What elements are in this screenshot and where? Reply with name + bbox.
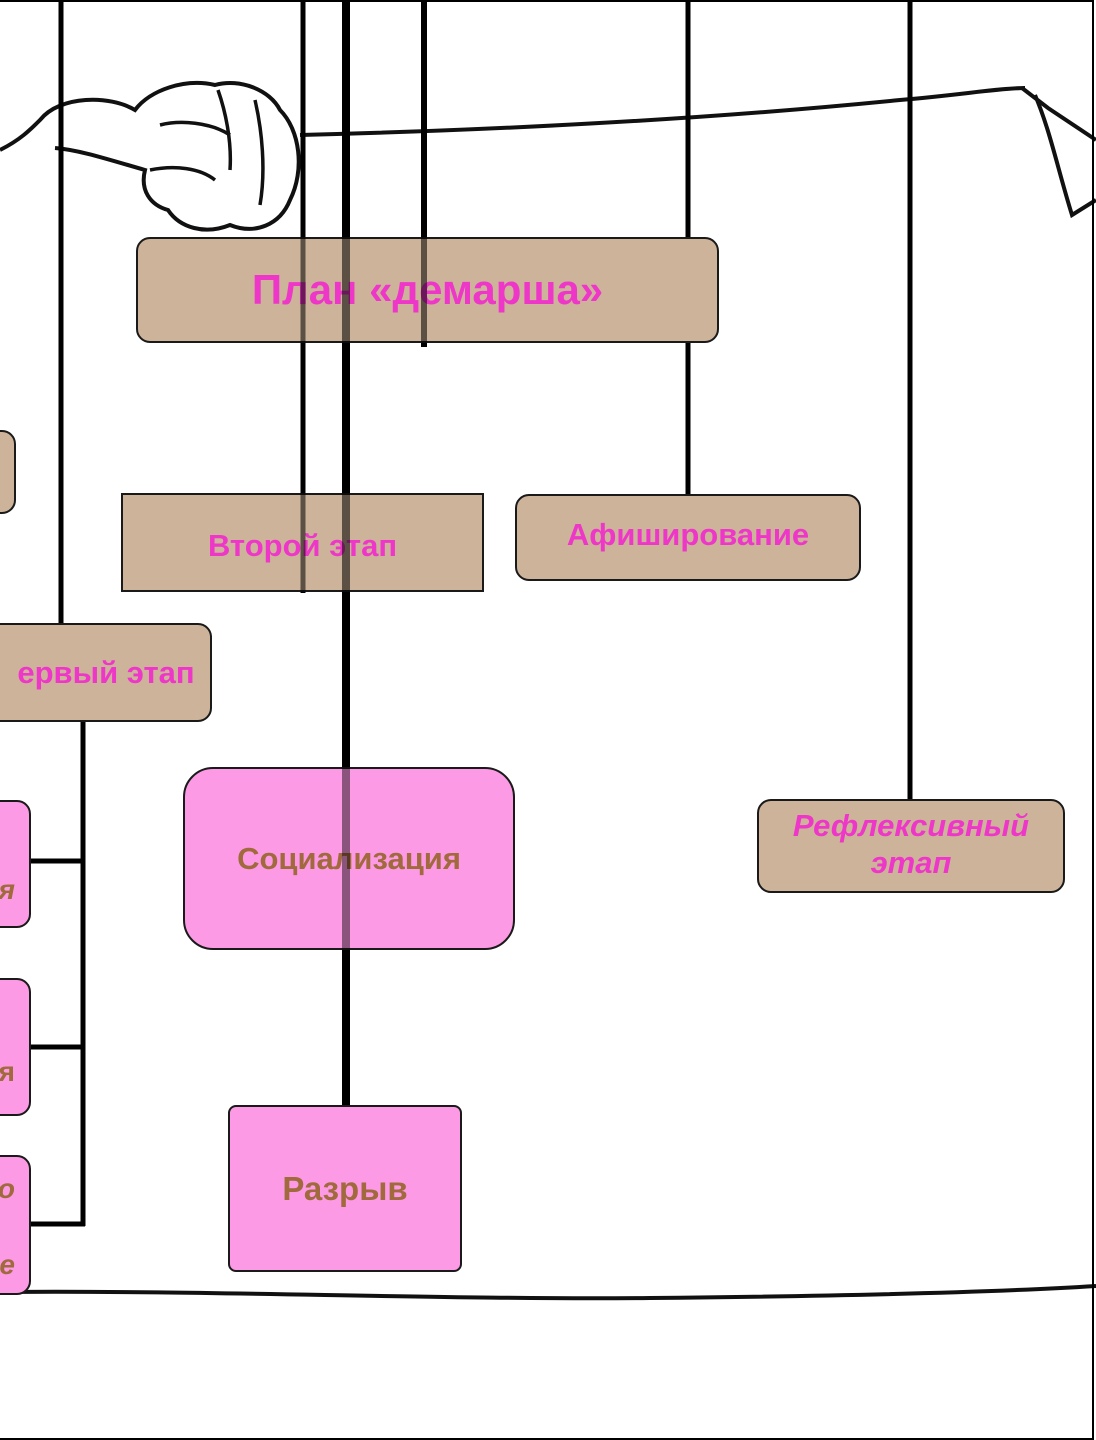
clipped-pink-box-3: о е xyxy=(0,1155,31,1295)
reflexive-stage-line1: Рефлексивный xyxy=(792,807,1030,843)
socialization-box: Социализация xyxy=(183,767,515,950)
rupture-label: Разрыв xyxy=(282,1169,408,1207)
clipped-pink-box-2: я xyxy=(0,978,31,1116)
affiching-box: Афиширование xyxy=(515,494,861,581)
first-stage-box: ервый этап xyxy=(0,623,212,722)
second-stage-label: Второй этап xyxy=(207,527,398,563)
clipped-box-3-line2: е xyxy=(0,1249,15,1280)
clipped-tan-box xyxy=(0,430,16,514)
plan-title-box: План «демарша» xyxy=(136,237,719,343)
reflexive-stage-box: Рефлексивный этап xyxy=(757,799,1065,893)
first-stage-label: ервый этап xyxy=(17,654,195,690)
clipped-box-2-text: я xyxy=(0,1056,15,1087)
plan-title: План «демарша» xyxy=(251,265,604,313)
socialization-label: Социализация xyxy=(237,840,461,876)
second-stage-box: Второй этап xyxy=(121,493,484,592)
clipped-box-3-line1: о xyxy=(0,1173,15,1205)
reflexive-stage-line2: этап xyxy=(870,845,952,880)
affiching-label: Афиширование xyxy=(566,516,810,552)
clipped-pink-box-1: я xyxy=(0,800,31,928)
clipped-box-1-text: я xyxy=(0,874,15,905)
rupture-box: Разрыв xyxy=(228,1105,462,1272)
